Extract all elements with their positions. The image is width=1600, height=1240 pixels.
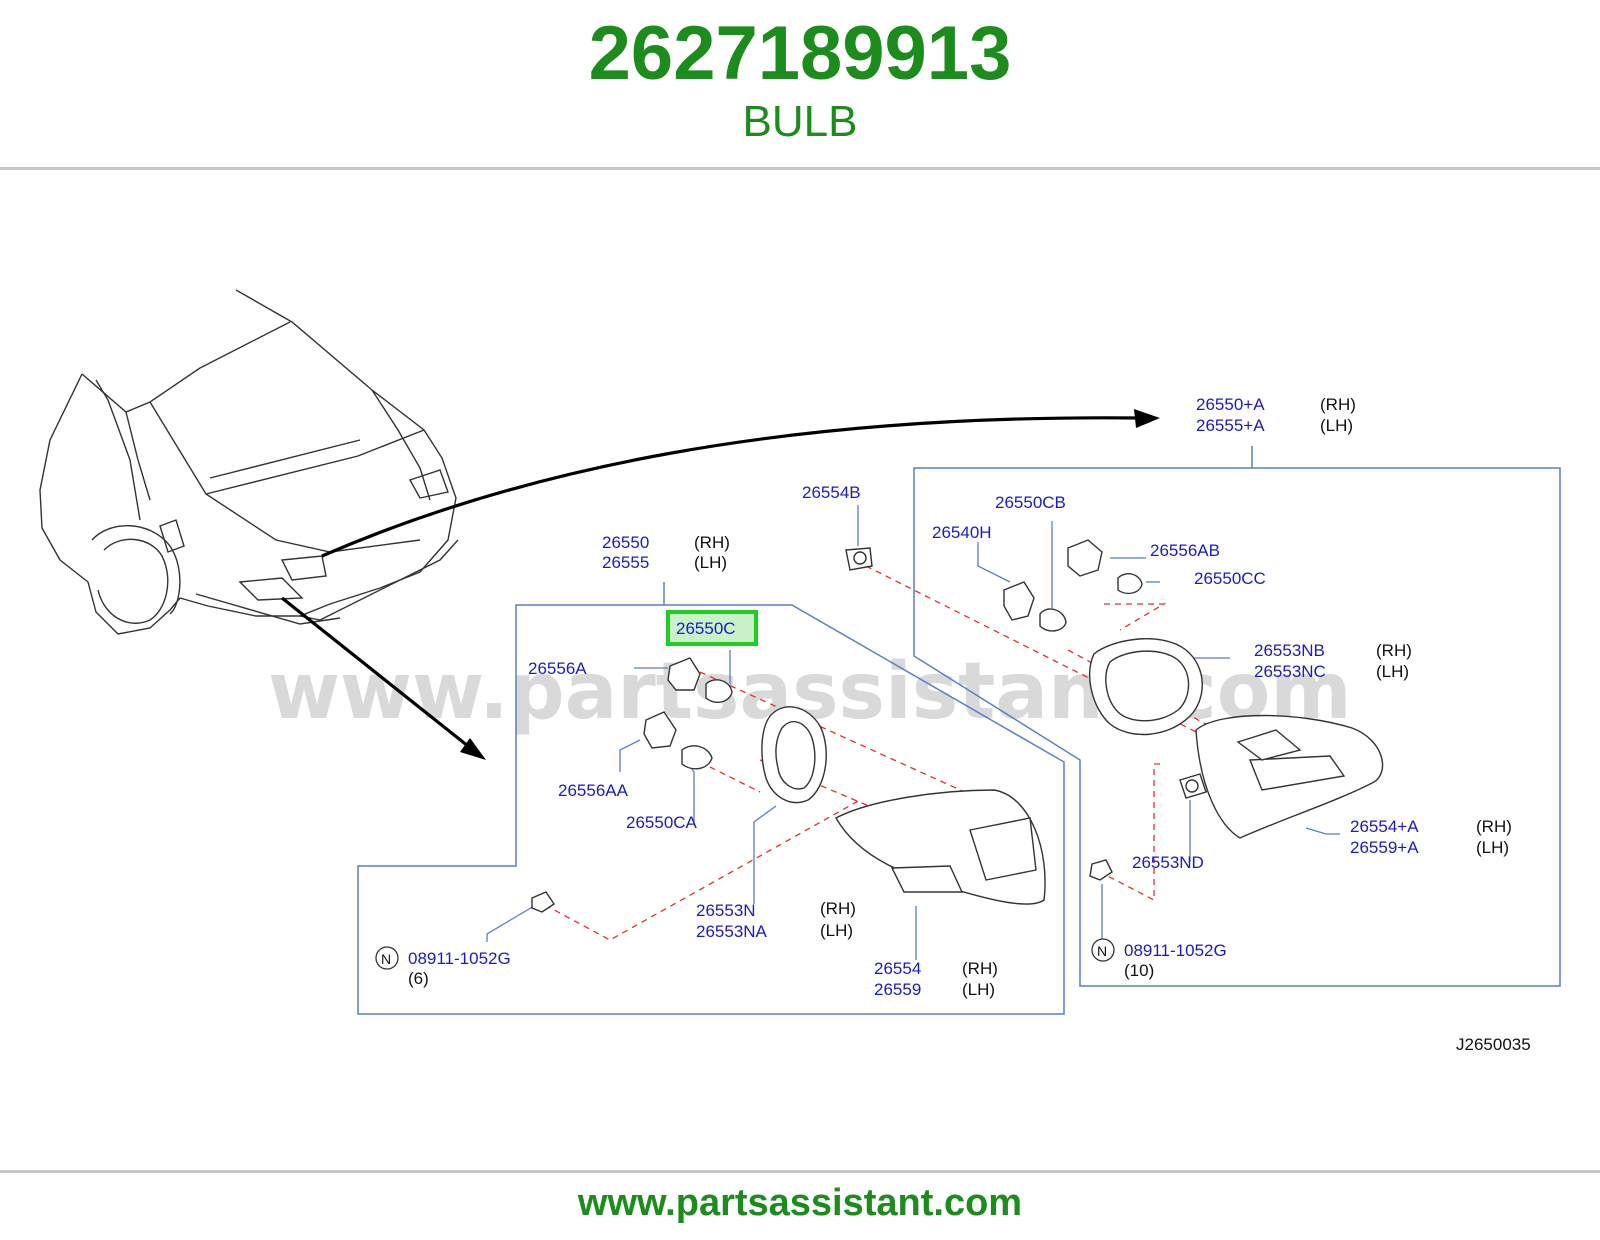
arrow-head-lower — [460, 738, 486, 760]
lh-label: (LH) — [1320, 416, 1353, 435]
label-26550CA[interactable]: 26550CA — [626, 813, 698, 832]
nut-lower-icon — [531, 891, 555, 913]
label-26554[interactable]: 26554 — [874, 959, 921, 978]
rh-label: (RH) — [1476, 817, 1512, 836]
bulb-26550CA-icon — [681, 745, 713, 770]
nut-upper-icon — [1089, 859, 1113, 881]
label-26559A[interactable]: 26559+A — [1350, 838, 1419, 857]
car-illustration — [39, 289, 459, 635]
label-26553ND[interactable]: 26553ND — [1132, 853, 1204, 872]
socket-26556AB-icon — [1067, 539, 1103, 577]
quantity-10: (10) — [1124, 961, 1154, 980]
part-shapes — [531, 539, 1384, 913]
rh-label: (RH) — [1320, 395, 1356, 414]
group-box-outer — [913, 446, 1561, 987]
lh-label: (LH) — [1376, 662, 1409, 681]
quantity-6: (6) — [408, 969, 429, 988]
part-name-subtitle: BULB — [742, 97, 858, 146]
note-n-lower: N — [381, 951, 391, 967]
socket-26540H-icon — [1003, 581, 1035, 621]
label-26553NA[interactable]: 26553NA — [696, 922, 768, 941]
label-26550[interactable]: 26550 — [602, 533, 649, 552]
bulb-26550C-icon — [705, 679, 733, 703]
rh-label: (RH) — [962, 959, 998, 978]
arrow-head-upper — [1134, 409, 1160, 428]
label-26554B[interactable]: 26554B — [802, 483, 861, 502]
label-08911-1052G-lower[interactable]: 08911-1052G — [408, 949, 511, 968]
part-number-title: 2627189913 — [588, 11, 1012, 96]
rh-label: (RH) — [1376, 641, 1412, 660]
label-26553N[interactable]: 26553N — [696, 901, 756, 920]
socket-26556A-icon — [667, 657, 701, 691]
label-26554A[interactable]: 26554+A — [1350, 817, 1419, 836]
diagram-code: J2650035 — [1456, 1035, 1531, 1054]
label-26540H[interactable]: 26540H — [932, 523, 992, 542]
lh-label: (LH) — [1476, 838, 1509, 857]
callout-arrows — [281, 416, 1141, 756]
lh-label: (LH) — [962, 980, 995, 999]
label-26559[interactable]: 26559 — [874, 980, 921, 999]
label-26550C[interactable]: 26550C — [676, 619, 736, 638]
part-labels: 26550+A 26555+A (RH) (LH) 26554B 26550CB… — [381, 395, 1531, 1054]
footer-url[interactable]: www.partsassistant.com — [577, 1182, 1023, 1224]
bulb-26550CB-icon — [1039, 608, 1067, 632]
label-26556A[interactable]: 26556A — [528, 659, 587, 678]
label-26550CC[interactable]: 26550CC — [1194, 569, 1266, 588]
label-26553NB[interactable]: 26553NB — [1254, 641, 1325, 660]
rh-label: (RH) — [820, 899, 856, 918]
group-box-inner — [357, 582, 1065, 1015]
label-26550CB[interactable]: 26550CB — [995, 493, 1066, 512]
label-26555[interactable]: 26555 — [602, 553, 649, 572]
note-n-upper: N — [1097, 943, 1107, 959]
leader-lines — [486, 505, 1340, 960]
label-26556AA[interactable]: 26556AA — [558, 781, 629, 800]
label-26550A[interactable]: 26550+A — [1196, 395, 1265, 414]
header-divider — [0, 167, 1600, 170]
bulb-26550CC-icon — [1117, 573, 1143, 595]
label-26556AB[interactable]: 26556AB — [1150, 541, 1220, 560]
label-08911-1052G-upper[interactable]: 08911-1052G — [1124, 941, 1227, 960]
lh-label: (LH) — [820, 921, 853, 940]
note-circle-lower — [375, 946, 399, 970]
lh-label: (LH) — [694, 553, 727, 572]
footer-divider — [0, 1170, 1600, 1173]
label-26553NC[interactable]: 26553NC — [1254, 662, 1326, 681]
highlight-box — [666, 610, 758, 646]
socket-26556AA-icon — [643, 711, 677, 749]
note-circle-upper — [1091, 938, 1115, 962]
rh-label: (RH) — [694, 533, 730, 552]
label-26555A[interactable]: 26555+A — [1196, 416, 1265, 435]
